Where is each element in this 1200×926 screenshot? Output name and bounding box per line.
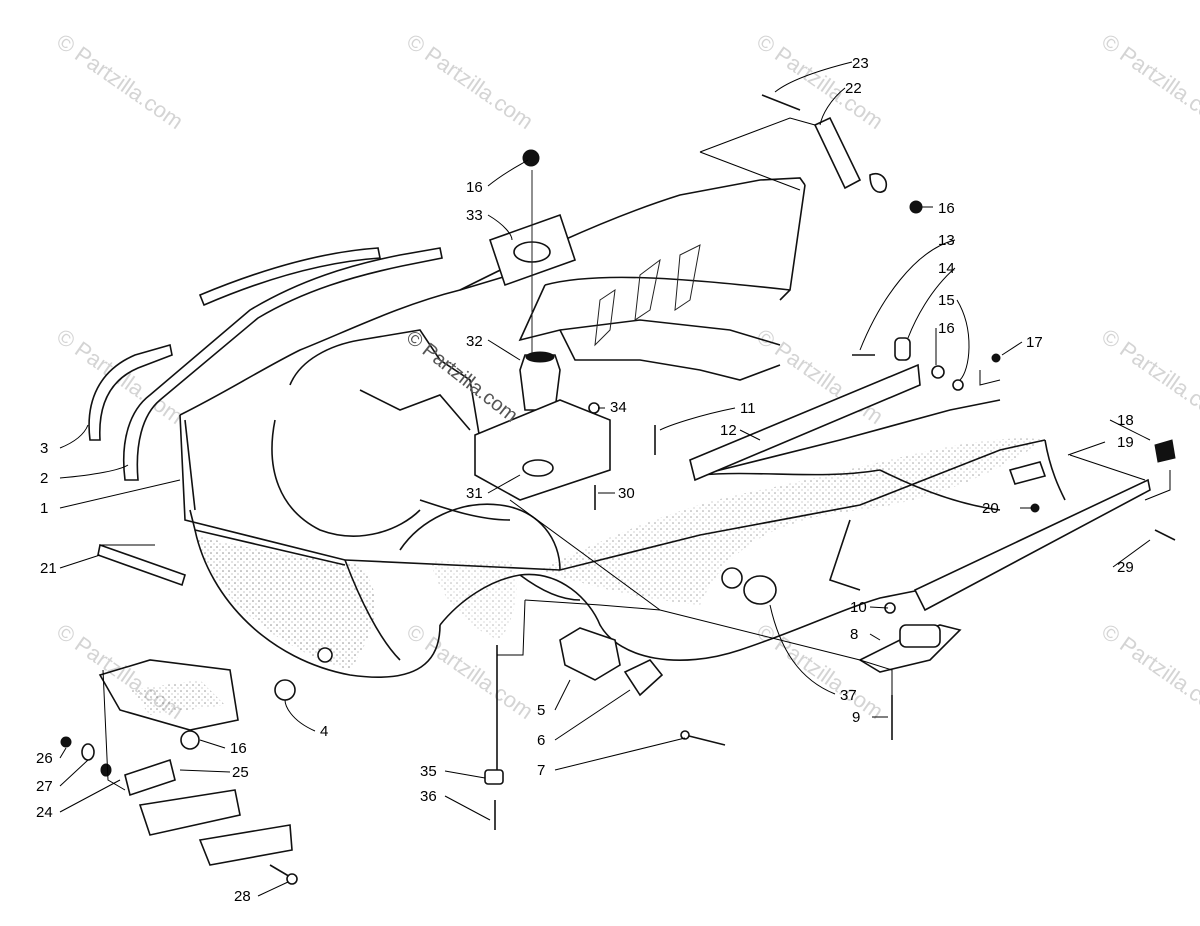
small-hardware xyxy=(484,337,1176,830)
strip-12 xyxy=(689,363,921,482)
bracket-22 xyxy=(761,94,923,214)
callout-27: 27 xyxy=(36,778,53,795)
watermark: © Partzilla.com xyxy=(402,29,538,135)
callout-14: 14 xyxy=(938,260,955,277)
hitch-assembly xyxy=(474,149,611,501)
callout-29: 29 xyxy=(1117,559,1134,576)
callout-16: 16 xyxy=(230,740,247,757)
callout-19: 19 xyxy=(1117,434,1134,451)
callout-37: 37 xyxy=(840,687,857,704)
callout-5: 5 xyxy=(537,702,545,719)
watermark: © Partzilla.com xyxy=(402,619,538,725)
callout-6: 6 xyxy=(537,732,545,749)
callout-17: 17 xyxy=(1026,334,1043,351)
callout-8: 8 xyxy=(850,626,858,643)
bracket-assembly-24 xyxy=(60,659,298,885)
callout-7: 7 xyxy=(537,762,545,779)
watermark: © Partzilla.com xyxy=(52,29,188,135)
watermark: © Partzilla.com xyxy=(752,29,888,135)
callout-16: 16 xyxy=(938,320,955,337)
callout-20: 20 xyxy=(982,500,999,517)
callout-33: 33 xyxy=(466,207,483,224)
callout-18: 18 xyxy=(1117,412,1134,429)
callout-32: 32 xyxy=(466,333,483,350)
callout-21: 21 xyxy=(40,560,57,577)
watermark: © Partzilla.com xyxy=(1097,619,1200,725)
plugs xyxy=(274,567,777,701)
callout-23: 23 xyxy=(852,55,869,72)
leader-lines xyxy=(59,61,1171,897)
callout-9: 9 xyxy=(852,709,860,726)
callout-26: 26 xyxy=(36,750,53,767)
callout-16: 16 xyxy=(938,200,955,217)
rail-19 xyxy=(913,478,1151,612)
bumper-strips xyxy=(88,247,443,481)
callout-15: 15 xyxy=(938,292,955,309)
callout-24: 24 xyxy=(36,804,53,821)
callout-25: 25 xyxy=(232,764,249,781)
callout-13: 13 xyxy=(938,232,955,249)
callout-4: 4 xyxy=(320,723,328,740)
callout-28: 28 xyxy=(234,888,251,905)
rod-21 xyxy=(97,543,186,587)
callout-36: 36 xyxy=(420,788,437,805)
callout-10: 10 xyxy=(850,599,867,616)
callout-2: 2 xyxy=(40,470,48,487)
callout-12: 12 xyxy=(720,422,737,439)
watermark: © Partzilla.com xyxy=(1097,324,1200,430)
watermark: © Partzilla.com xyxy=(752,619,888,725)
callout-11: 11 xyxy=(740,400,756,417)
latch-8 xyxy=(858,602,962,740)
clip-18 xyxy=(1008,439,1176,513)
callout-35: 35 xyxy=(420,763,437,780)
callout-3: 3 xyxy=(40,440,48,457)
callout-1: 1 xyxy=(40,500,48,517)
callout-16: 16 xyxy=(466,179,483,196)
callout-labels: 23 22 16 16 33 32 34 31 30 11 12 13 14 1… xyxy=(36,55,1134,905)
watermark-center: © Partzilla.com xyxy=(402,327,522,427)
watermark-layer: © Partzilla.com © Partzilla.com © Partzi… xyxy=(52,29,1200,725)
component-5-6-7 xyxy=(559,627,726,746)
callout-30: 30 xyxy=(618,485,635,502)
callout-31: 31 xyxy=(466,485,483,502)
callout-34: 34 xyxy=(610,399,627,416)
watermark: © Partzilla.com xyxy=(1097,29,1200,135)
callout-22: 22 xyxy=(845,80,862,97)
